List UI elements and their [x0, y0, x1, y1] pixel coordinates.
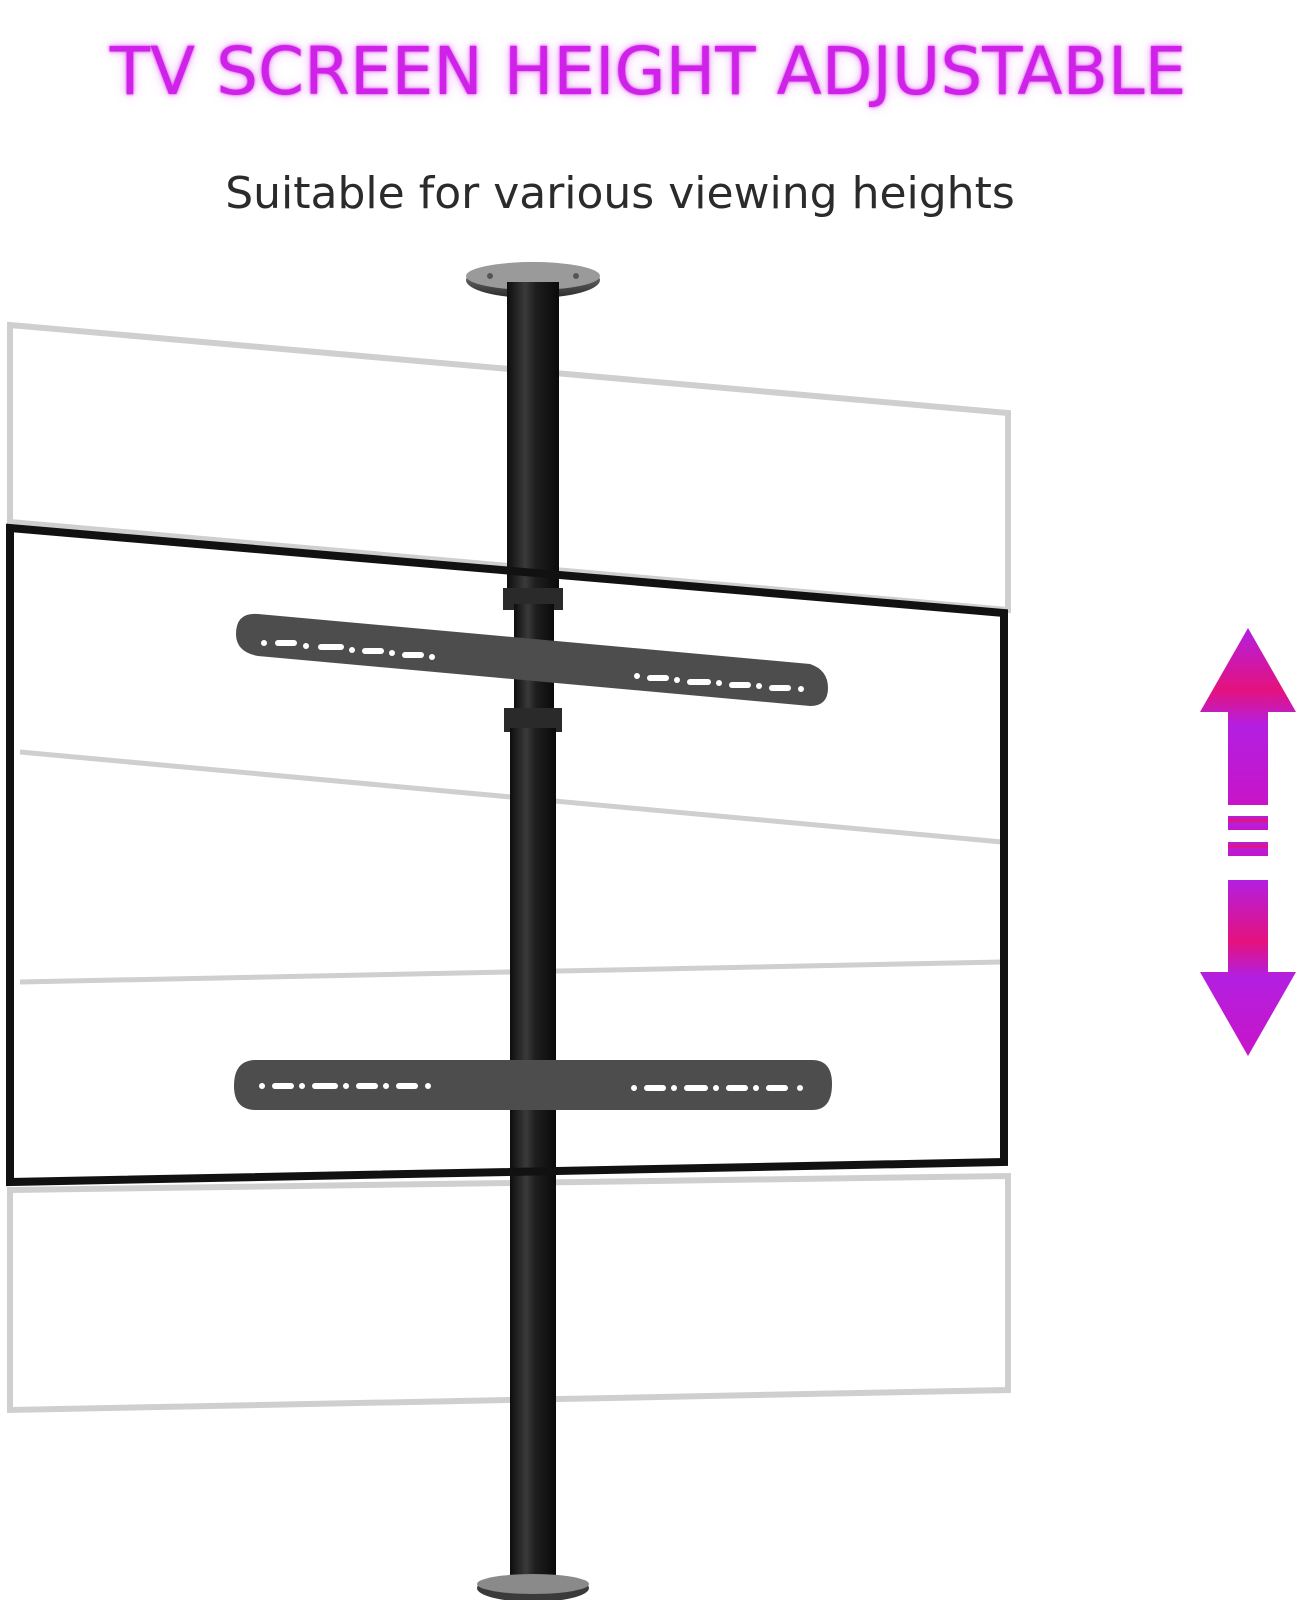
vesa-bracket-upper	[236, 613, 828, 706]
tv-screen-outline	[5, 523, 1008, 1187]
subheadline: Suitable for various viewing heights	[225, 168, 1015, 219]
vesa-bracket-lower	[234, 1060, 832, 1110]
ghost-screen-lower	[7, 1172, 1011, 1414]
headline: TV SCREEN HEIGHT ADJUSTABLE	[109, 33, 1187, 110]
height-adjust-arrow-icon	[1200, 628, 1296, 1056]
